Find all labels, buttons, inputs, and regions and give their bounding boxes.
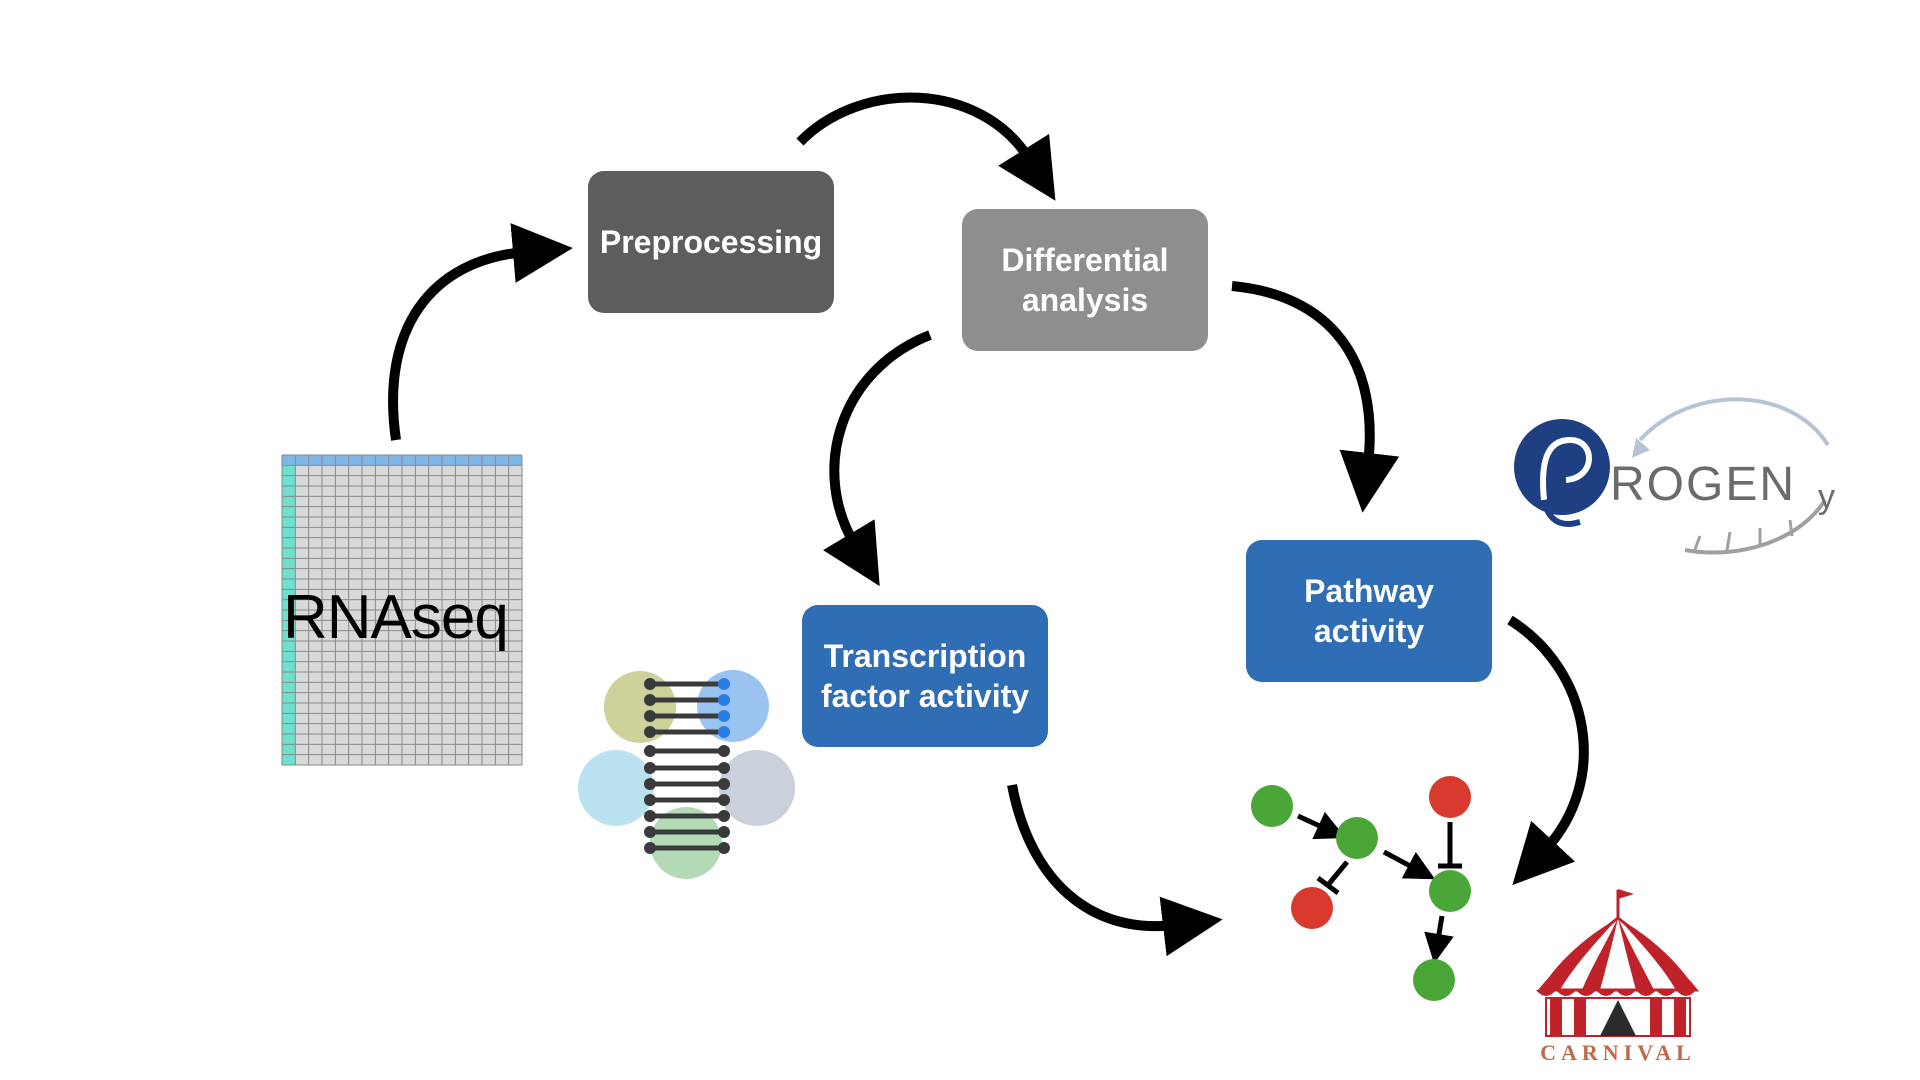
network-node <box>1336 817 1378 859</box>
rnaseq-matrix-icon <box>281 454 523 766</box>
progeny-logo: ROGEN y <box>1514 397 1835 555</box>
network-node <box>1251 785 1293 827</box>
step-pathway-label-line1: Pathway <box>1304 573 1434 609</box>
step-transcription-factor-activity[interactable]: Transcription factor activity <box>802 605 1048 747</box>
arrow-rnaseq-to-preprocessing <box>388 223 573 441</box>
arrow-tf-to-network <box>1007 784 1223 957</box>
signalling-network-icon <box>1251 776 1471 1001</box>
network-node <box>1429 870 1471 912</box>
carnival-logo-text: CARNIVAL <box>1540 1040 1696 1065</box>
rnaseq-label: RNAseq <box>283 583 509 652</box>
arrow-differential-to-tf <box>823 330 932 587</box>
network-node <box>1413 959 1455 1001</box>
progeny-logo-text: ROGEN <box>1610 458 1796 511</box>
step-tf-label-line2: factor activity <box>820 678 1030 714</box>
network-node <box>1429 776 1471 818</box>
step-pathway-label-line2: activity <box>1313 613 1425 649</box>
arrow-pathway-to-carnival <box>1507 615 1589 886</box>
step-preprocessing-label: Preprocessing <box>599 224 823 260</box>
step-preprocessing[interactable]: Preprocessing <box>588 171 834 313</box>
step-differential-analysis[interactable]: Differential analysis <box>962 209 1208 351</box>
arrow-preprocessing-to-differential <box>796 92 1056 201</box>
step-differential-label-line1: Differential <box>1001 242 1169 278</box>
network-node <box>1291 887 1333 929</box>
arrow-differential-to-pathway <box>1231 281 1400 513</box>
step-differential-label-line2: analysis <box>1021 282 1149 318</box>
step-tf-label-line1: Transcription <box>823 638 1027 674</box>
step-pathway-activity[interactable]: Pathway activity <box>1246 540 1492 682</box>
carnival-tent-logo: CARNIVAL <box>1536 889 1700 1065</box>
progeny-logo-subscript: y <box>1818 478 1835 516</box>
transcription-factor-dna-icon <box>578 670 795 879</box>
